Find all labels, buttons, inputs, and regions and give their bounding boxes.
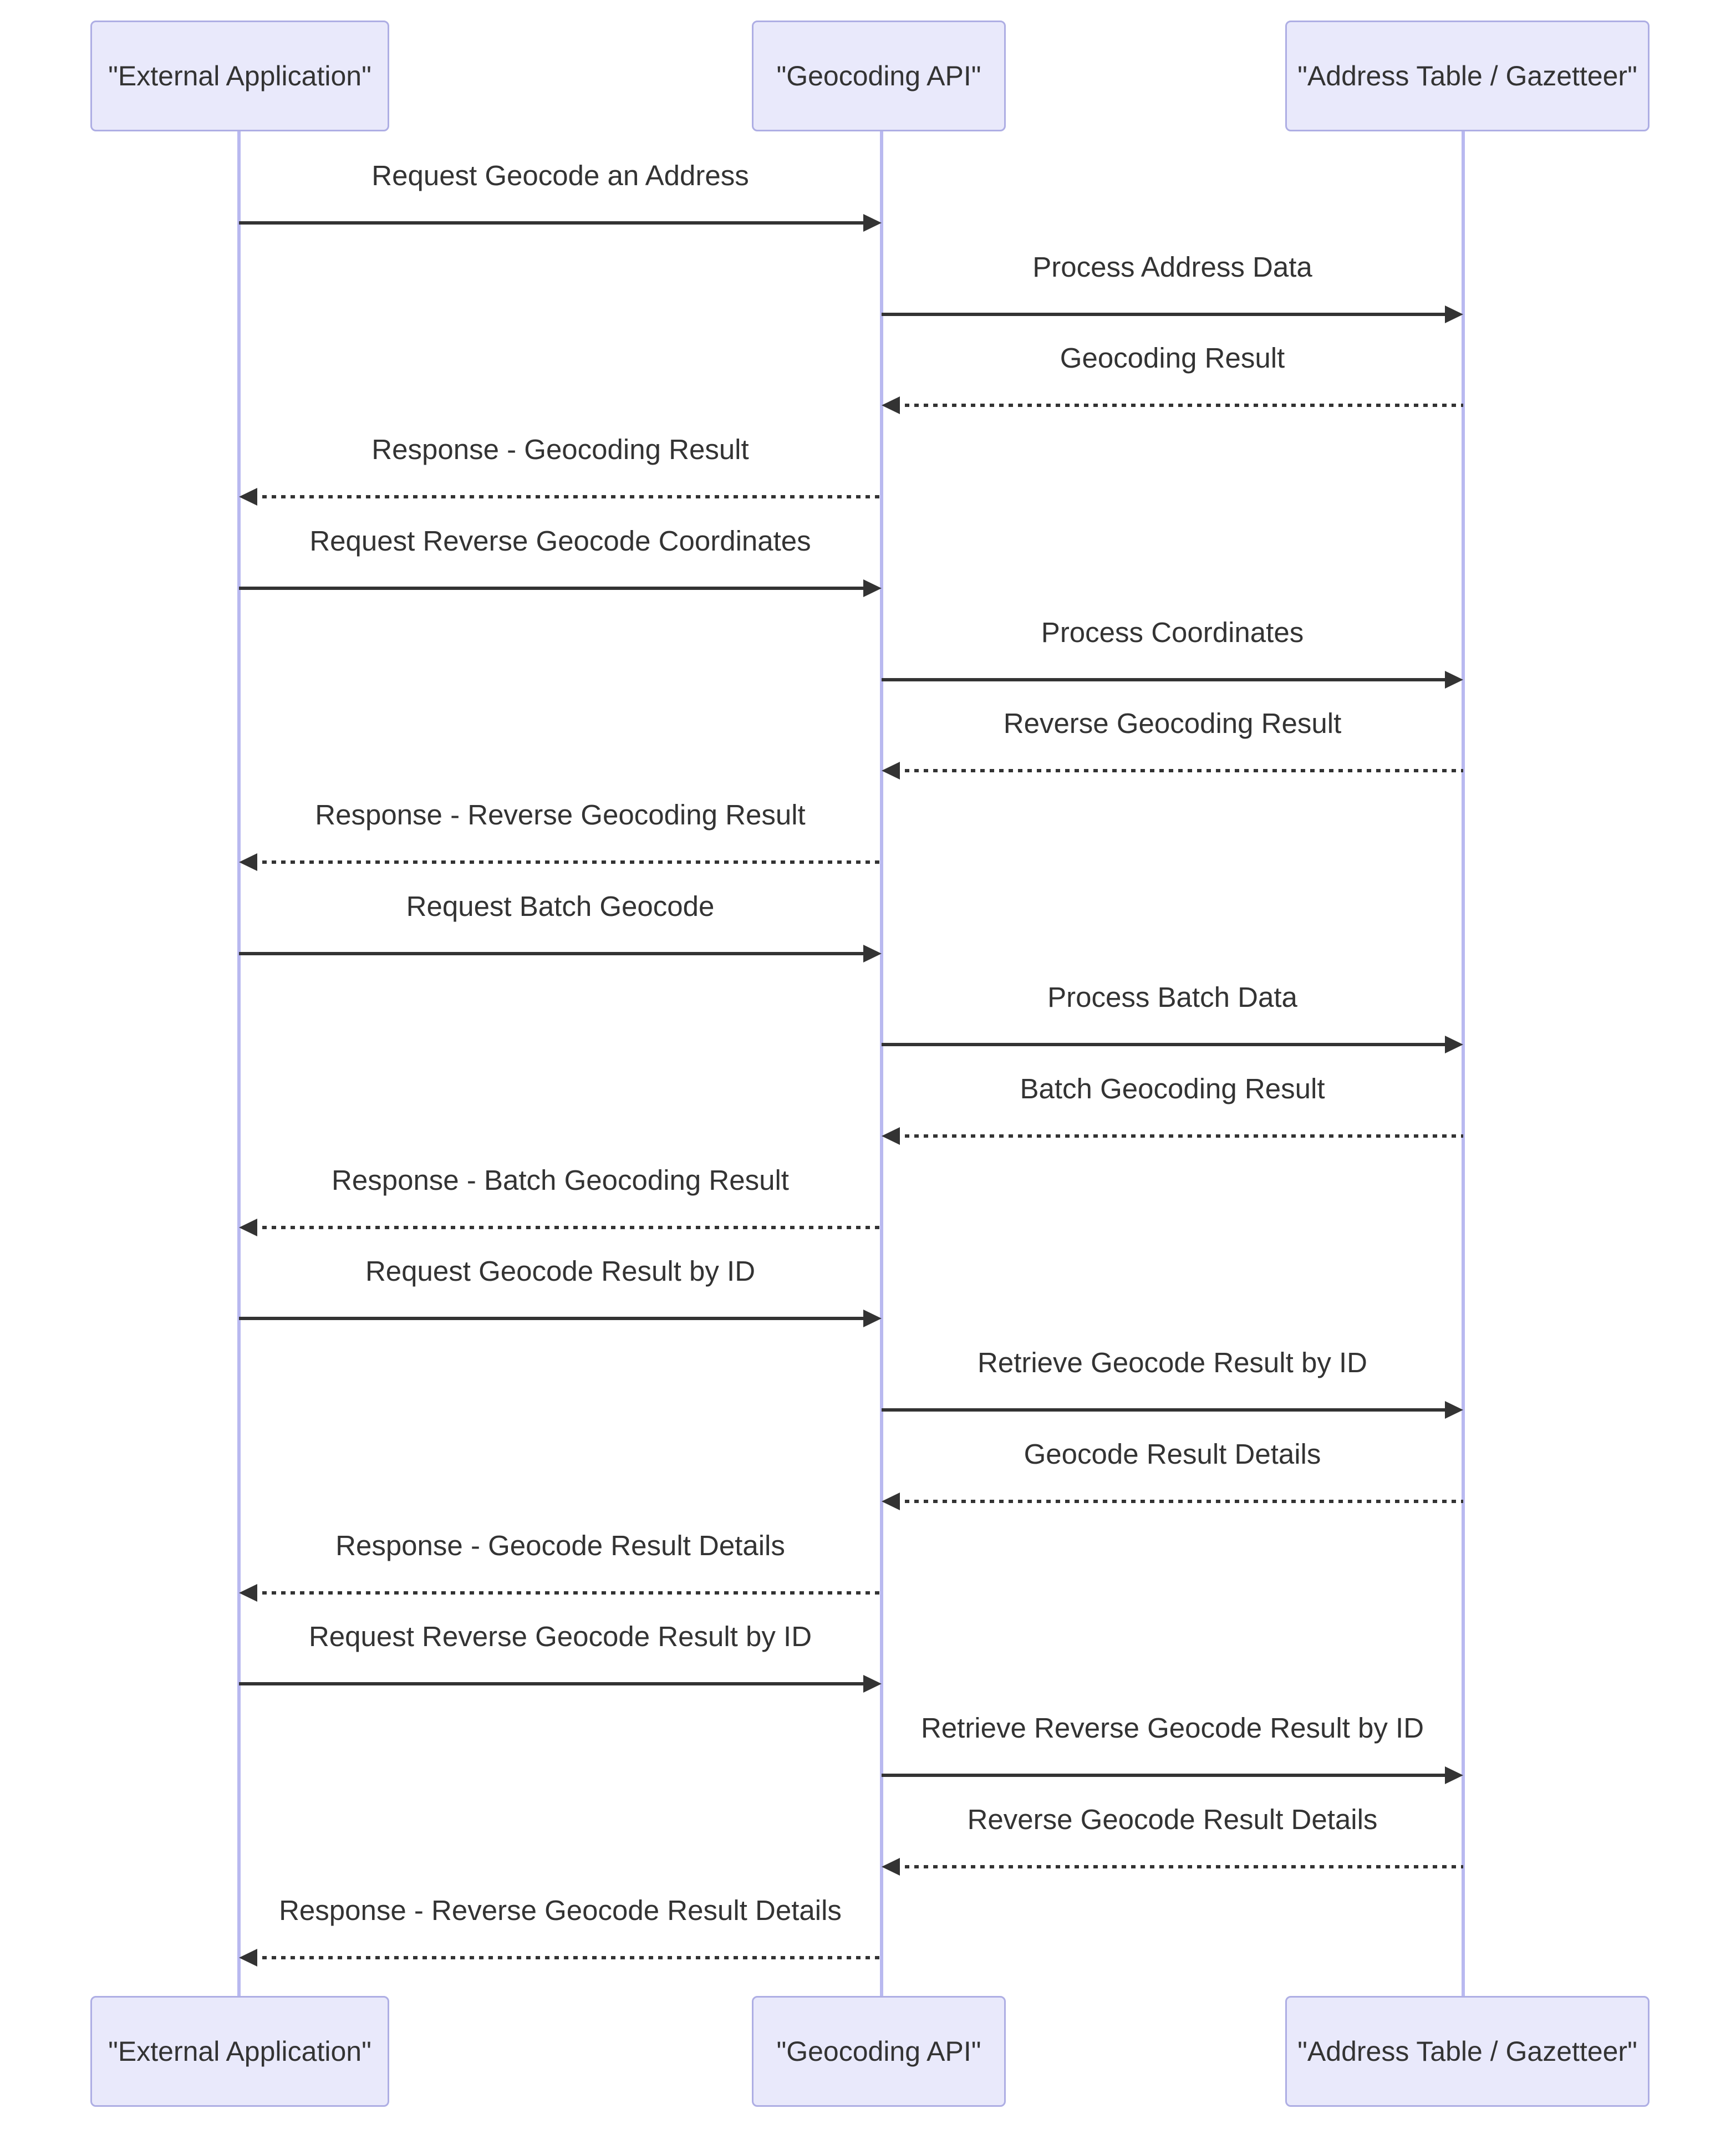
arrowhead-icon bbox=[239, 853, 257, 871]
message-line bbox=[882, 1774, 1459, 1777]
message-return-line bbox=[243, 495, 882, 498]
message-line bbox=[882, 678, 1459, 681]
arrowhead-icon bbox=[1445, 1766, 1463, 1784]
arrowhead-icon bbox=[882, 1493, 900, 1510]
message-return-line bbox=[243, 1956, 882, 1959]
message-label: Response - Reverse Geocoding Result bbox=[315, 799, 806, 831]
arrowhead-icon bbox=[882, 1127, 900, 1145]
arrowhead-icon bbox=[863, 579, 882, 597]
message-return-line bbox=[886, 769, 1463, 772]
arrowhead-icon bbox=[863, 1675, 882, 1693]
actor-box-external-application-bottom: "External Application" bbox=[90, 1996, 389, 2107]
message-label: Process Address Data bbox=[1032, 251, 1312, 283]
message-label: Response - Reverse Geocode Result Detail… bbox=[279, 1894, 842, 1926]
actor-box-geocoding-api-top: "Geocoding API" bbox=[752, 21, 1006, 131]
message-return-line bbox=[886, 1865, 1463, 1868]
arrowhead-icon bbox=[239, 1949, 257, 1967]
arrowhead-icon bbox=[239, 1584, 257, 1602]
arrowhead-icon bbox=[863, 945, 882, 962]
message-return-line bbox=[243, 860, 882, 864]
arrowhead-icon bbox=[882, 1858, 900, 1876]
actor-box-address-table-gazetteer-top: "Address Table / Gazetteer" bbox=[1285, 21, 1650, 131]
arrowhead-icon bbox=[882, 396, 900, 414]
message-line bbox=[882, 1043, 1459, 1046]
message-label: Response - Geocode Result Details bbox=[335, 1530, 785, 1561]
message-label: Retrieve Reverse Geocode Result by ID bbox=[920, 1712, 1424, 1744]
message-line bbox=[239, 221, 877, 225]
actor-label-geocoding-api: "Geocoding API" bbox=[776, 2036, 981, 2067]
arrowhead-icon bbox=[1445, 1401, 1463, 1419]
actor-box-address-table-gazetteer-bottom: "Address Table / Gazetteer" bbox=[1285, 1996, 1650, 2107]
arrowhead-icon bbox=[863, 1310, 882, 1327]
message-return-line bbox=[886, 404, 1463, 407]
arrowhead-icon bbox=[1445, 1036, 1463, 1053]
arrowhead-icon bbox=[1445, 305, 1463, 323]
actor-label-address-table-gazetteer: "Address Table / Gazetteer" bbox=[1297, 60, 1637, 91]
message-label: Retrieve Geocode Result by ID bbox=[978, 1347, 1367, 1378]
actor-box-geocoding-api-bottom: "Geocoding API" bbox=[752, 1996, 1006, 2107]
message-line bbox=[239, 1682, 877, 1685]
lifeline-external-application bbox=[237, 131, 241, 1996]
actor-label-external-application: "External Application" bbox=[108, 60, 371, 91]
message-line bbox=[239, 587, 877, 590]
message-label: Response - Batch Geocoding Result bbox=[332, 1164, 789, 1196]
lifeline-geocoding-api bbox=[880, 131, 883, 1996]
arrowhead-icon bbox=[239, 488, 257, 506]
message-label: Geocoding Result bbox=[1060, 342, 1285, 374]
message-return-line bbox=[243, 1226, 882, 1229]
message-line bbox=[239, 952, 877, 955]
message-label: Request Geocode an Address bbox=[371, 160, 749, 191]
message-label: Reverse Geocode Result Details bbox=[967, 1804, 1378, 1835]
actor-label-geocoding-api: "Geocoding API" bbox=[776, 60, 981, 91]
actor-label-address-table-gazetteer: "Address Table / Gazetteer" bbox=[1297, 2036, 1637, 2067]
message-label: Request Reverse Geocode Coordinates bbox=[309, 525, 811, 557]
message-label: Process Coordinates bbox=[1041, 617, 1304, 648]
message-label: Response - Geocoding Result bbox=[371, 434, 749, 465]
message-label: Request Batch Geocode bbox=[406, 890, 715, 922]
message-return-line bbox=[243, 1591, 882, 1595]
message-label: Batch Geocoding Result bbox=[1020, 1073, 1325, 1104]
actor-box-external-application-top: "External Application" bbox=[90, 21, 389, 131]
message-return-line bbox=[886, 1134, 1463, 1138]
message-label: Reverse Geocoding Result bbox=[1003, 707, 1342, 739]
arrowhead-icon bbox=[863, 214, 882, 232]
lifeline-address-table-gazetteer bbox=[1462, 131, 1465, 1996]
message-line bbox=[882, 313, 1459, 316]
actor-label-external-application: "External Application" bbox=[108, 2036, 371, 2067]
arrowhead-icon bbox=[239, 1219, 257, 1236]
message-line bbox=[239, 1317, 877, 1320]
arrowhead-icon bbox=[882, 762, 900, 780]
message-label: Request Reverse Geocode Result by ID bbox=[308, 1621, 812, 1652]
message-line bbox=[882, 1408, 1459, 1412]
message-return-line bbox=[886, 1500, 1463, 1503]
message-label: Geocode Result Details bbox=[1024, 1438, 1321, 1470]
arrowhead-icon bbox=[1445, 671, 1463, 689]
message-label: Request Geocode Result by ID bbox=[365, 1255, 756, 1287]
message-label: Process Batch Data bbox=[1047, 981, 1297, 1013]
